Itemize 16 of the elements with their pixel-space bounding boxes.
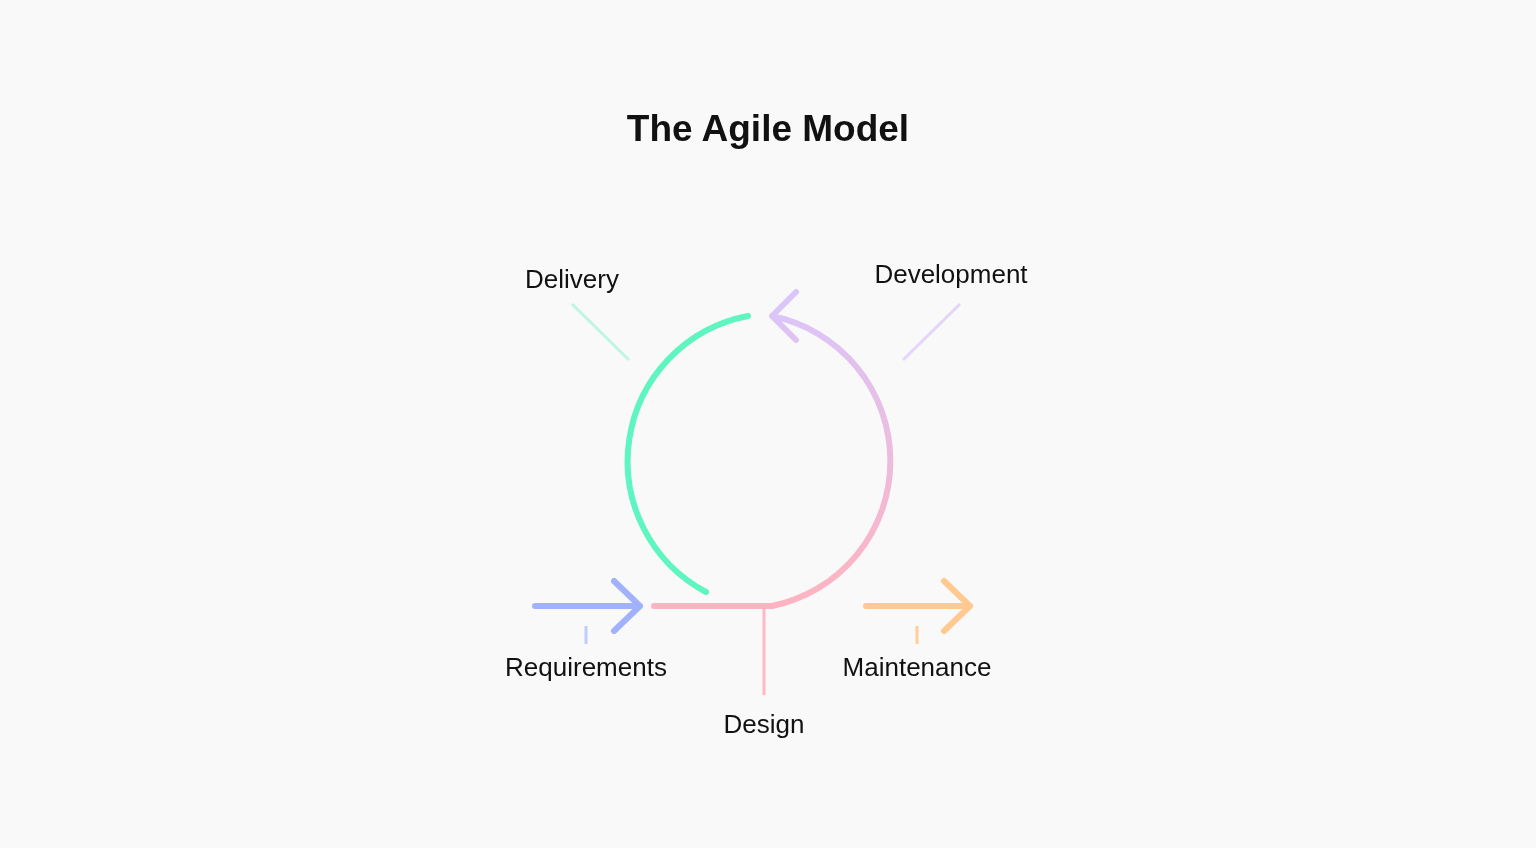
cycle-line	[651, 603, 775, 609]
phase-label: Requirements	[505, 651, 667, 683]
phase-label: Delivery	[525, 263, 619, 295]
input-arrow	[532, 578, 643, 634]
leader-line	[901, 302, 962, 362]
phase-label: Development	[874, 258, 1028, 290]
leader-line	[915, 626, 919, 644]
leader-line	[570, 302, 631, 362]
leader-line	[584, 626, 588, 644]
phase-label: Maintenance	[842, 651, 992, 683]
output-arrow	[863, 578, 973, 634]
phase-label: Design	[723, 708, 805, 740]
leader-line	[762, 608, 766, 695]
cycle-arc	[624, 313, 751, 595]
cycle-arrow	[769, 289, 894, 609]
diagram-title: The Agile Model	[625, 108, 911, 150]
